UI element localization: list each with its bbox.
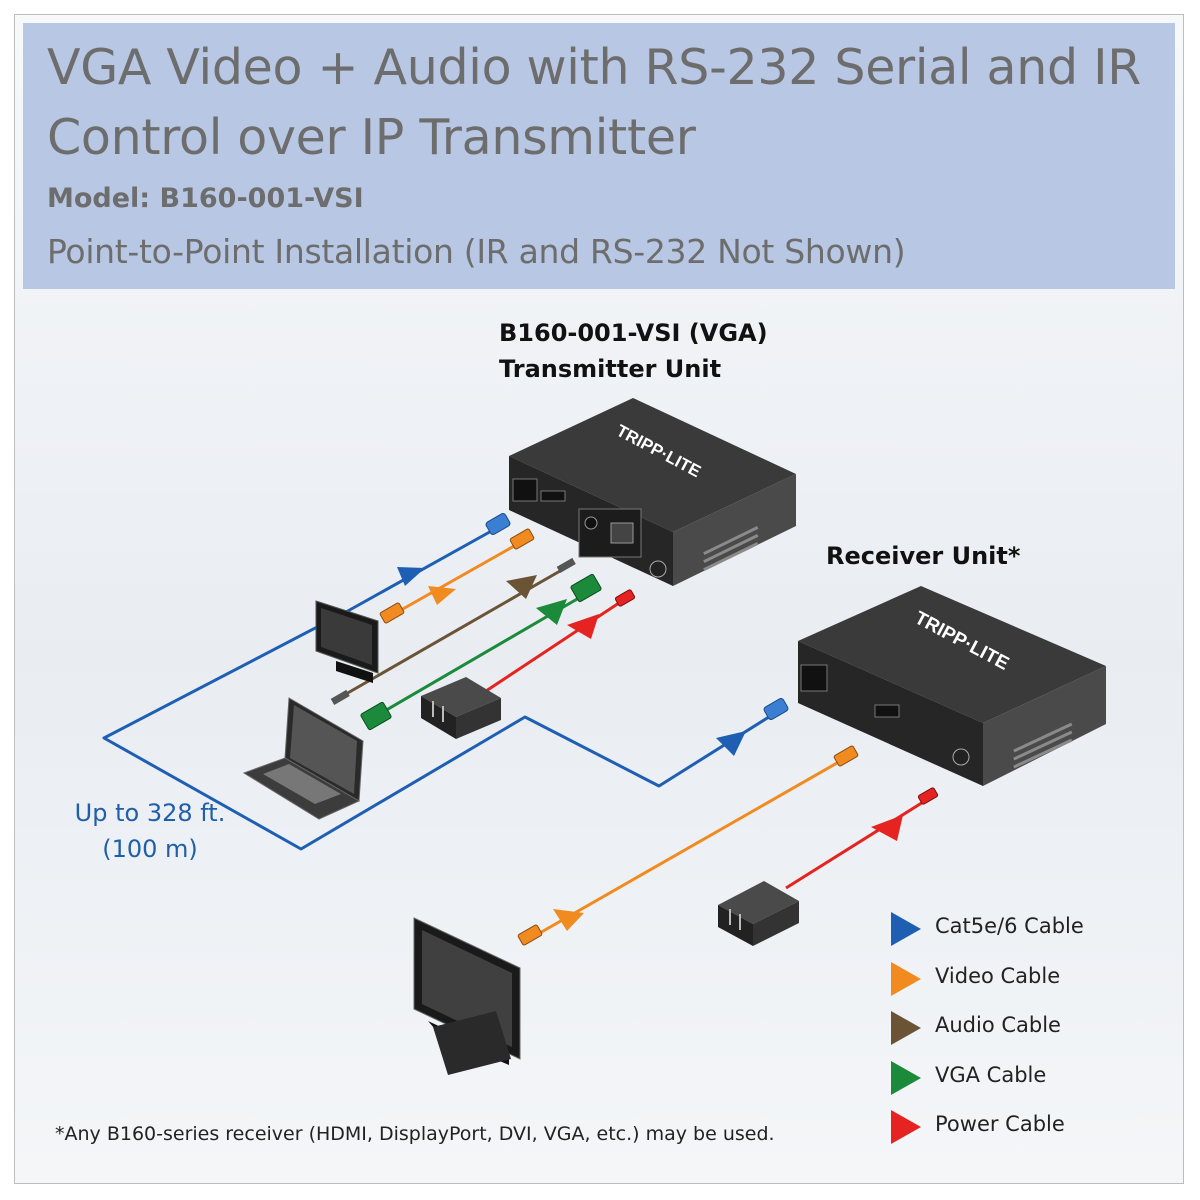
cat5-arrow-tx bbox=[397, 567, 425, 586]
transmitter-label-line1: B160-001-VSI (VGA) bbox=[499, 319, 768, 347]
audio-cable-icon bbox=[891, 1011, 921, 1045]
distance-m: (100 m) bbox=[102, 835, 198, 863]
audio-cable-tx bbox=[330, 557, 576, 705]
legend-label-vga: VGA Cable bbox=[935, 1063, 1047, 1087]
transmitter-device: TRIPP·LITE bbox=[509, 398, 796, 586]
source-monitor-icon bbox=[315, 600, 379, 683]
power-cable-tx bbox=[485, 589, 636, 693]
rj45-plug-tx bbox=[485, 513, 511, 535]
legend-item-cat5: Cat5e/6 Cable bbox=[891, 910, 1131, 946]
installation-subtitle: Point-to-Point Installation (IR and RS-2… bbox=[47, 232, 906, 271]
legend-label-audio: Audio Cable bbox=[935, 1013, 1061, 1037]
rx-power-adapter-icon bbox=[718, 881, 799, 946]
vga-cable-icon bbox=[891, 1061, 921, 1095]
video-cable-tx bbox=[379, 528, 535, 624]
header-banner: VGA Video + Audio with RS-232 Serial and… bbox=[23, 23, 1175, 289]
receiver-label: Receiver Unit* bbox=[826, 542, 1021, 570]
power-cable-rx bbox=[785, 787, 939, 890]
distance-ft: Up to 328 ft. bbox=[74, 799, 226, 827]
laptop-icon bbox=[242, 697, 364, 820]
vga-cable-tx bbox=[360, 573, 602, 731]
receiver-device: TRIPP·LITE bbox=[798, 586, 1106, 786]
legend-label-video: Video Cable bbox=[935, 964, 1061, 988]
cat5-cable-icon bbox=[891, 912, 921, 946]
transmitter-label-line2: Transmitter Unit bbox=[499, 355, 722, 383]
installation-diagram: TRIPP·LITE TRIPP·LITE bbox=[102, 398, 1106, 1075]
legend-item-power: Power Cable bbox=[891, 1108, 1131, 1144]
page-title: VGA Video + Audio with RS-232 Serial and… bbox=[47, 39, 1141, 166]
legend-label-cat5: Cat5e/6 Cable bbox=[935, 914, 1084, 938]
legend-label-power: Power Cable bbox=[935, 1112, 1065, 1136]
power-cable-icon bbox=[891, 1110, 921, 1144]
legend-item-vga: VGA Cable bbox=[891, 1059, 1131, 1095]
distance-label: Up to 328 ft. (100 m) bbox=[45, 795, 255, 867]
rj45-plug-rx bbox=[763, 698, 789, 720]
legend-item-video: Video Cable bbox=[891, 960, 1131, 996]
video-cable-rx bbox=[517, 745, 859, 946]
display-monitor-icon bbox=[413, 917, 521, 1075]
video-cable-icon bbox=[891, 962, 921, 996]
cat5-arrow-rx bbox=[716, 731, 746, 756]
model-number: Model: B160-001-VSI bbox=[47, 183, 364, 214]
diagram-frame: VGA Video + Audio with RS-232 Serial and… bbox=[14, 14, 1184, 1184]
footnote: *Any B160-series receiver (HDMI, Display… bbox=[55, 1123, 775, 1145]
legend-item-audio: Audio Cable bbox=[891, 1009, 1131, 1045]
tx-power-adapter-icon bbox=[421, 677, 501, 739]
